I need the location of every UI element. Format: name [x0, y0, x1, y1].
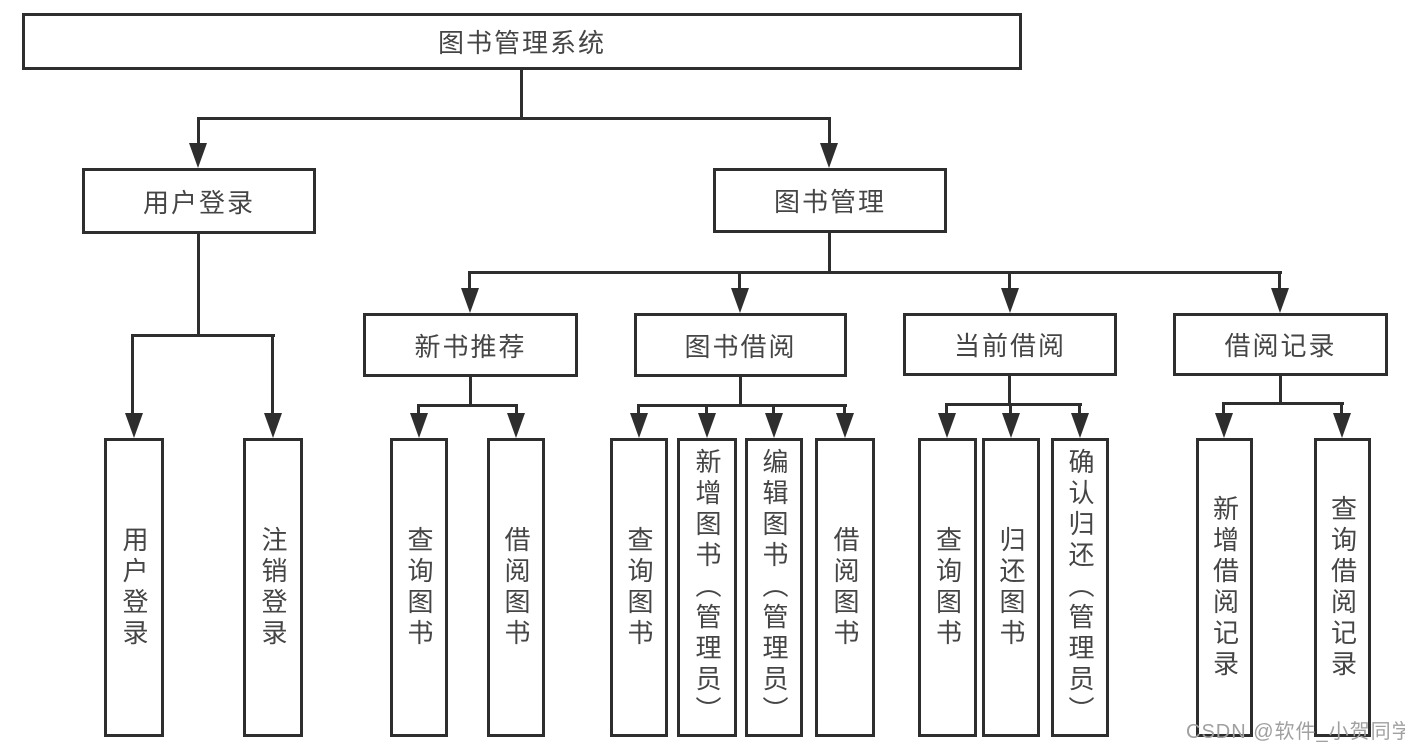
leaf-borrow-books-borrowing: 借阅图书: [815, 438, 875, 737]
leaf-confirm-return-admin: 确认归还（管理员）: [1051, 438, 1109, 737]
arrow-down-icon: [461, 288, 479, 313]
connector-stub: [945, 403, 948, 416]
leaf-borrow-books-recommend: 借阅图书: [487, 438, 545, 737]
leaf-label: 查询图书: [624, 525, 654, 650]
connector-root-stem: [520, 70, 523, 120]
connector-bookmgmt-stem: [828, 233, 831, 274]
connector-stub: [843, 404, 846, 416]
connector-stub: [637, 404, 640, 416]
leaf-query-books-recommend: 查询图书: [390, 438, 448, 737]
arrow-down-icon: [507, 413, 525, 438]
arrow-down-icon: [410, 413, 428, 438]
leaf-label: 新增图书（管理员）: [692, 448, 722, 727]
node-borrowing-records: 借阅记录: [1173, 313, 1388, 376]
arrow-down-icon: [1001, 288, 1019, 313]
arrow-down-icon: [1002, 413, 1020, 438]
node-user-login: 用户登录: [82, 168, 316, 234]
node-new-book-recommendation: 新书推荐: [363, 313, 578, 377]
leaf-label: 借阅图书: [501, 525, 531, 650]
arrow-down-icon: [938, 413, 956, 438]
leaf-query-borrow-record: 查询借阅记录: [1314, 438, 1371, 737]
leaf-label: 查询图书: [404, 525, 434, 650]
connector-stub: [1078, 403, 1081, 416]
leaf-add-books-admin: 新增图书（管理员）: [677, 438, 737, 737]
leaf-add-borrow-record: 新增借阅记录: [1196, 438, 1253, 737]
connector-stub: [705, 404, 708, 416]
arrow-down-icon: [820, 143, 838, 168]
arrow-down-icon: [836, 413, 854, 438]
leaf-label: 注销登录: [258, 525, 288, 650]
connector-records-stem: [1279, 376, 1282, 405]
connector-stub: [197, 117, 200, 145]
node-current-borrowing: 当前借阅: [903, 313, 1117, 376]
connector-stub: [738, 271, 741, 291]
connector-root-bar: [197, 117, 831, 120]
leaf-label: 用户登录: [119, 525, 149, 650]
arrow-down-icon: [1271, 288, 1289, 313]
connector-stub: [1008, 271, 1011, 291]
connector-stub: [1278, 271, 1281, 291]
arrow-down-icon: [765, 413, 783, 438]
arrow-down-icon: [189, 143, 207, 168]
connector-records-bar: [1222, 402, 1344, 405]
leaf-logout: 注销登录: [243, 438, 303, 737]
arrow-down-icon: [731, 288, 749, 313]
connector-stub: [271, 334, 274, 416]
connector-borrowing-bar: [637, 404, 847, 407]
arrow-down-icon: [1215, 413, 1233, 438]
leaf-label: 查询图书: [932, 525, 963, 650]
leaf-user-login: 用户登录: [104, 438, 164, 737]
node-book-borrowing: 图书借阅: [634, 313, 847, 377]
connector-stub: [828, 117, 831, 145]
leaf-label: 新增借阅记录: [1209, 494, 1240, 681]
node-root: 图书管理系统: [22, 13, 1022, 70]
leaf-label: 归还图书: [996, 525, 1026, 650]
connector-current-stem: [1008, 376, 1011, 406]
leaf-label: 查询借阅记录: [1327, 494, 1358, 681]
connector-stub: [131, 334, 134, 416]
leaf-query-books-borrowing: 查询图书: [610, 438, 668, 737]
connector-stub: [468, 271, 471, 291]
watermark: CSDN @软件_小贺同学: [1186, 721, 1405, 743]
leaf-label: 借阅图书: [830, 525, 860, 650]
connector-stub: [772, 404, 775, 416]
leaf-label: 编辑图书（管理员）: [759, 448, 789, 727]
connector-bookmgmt-bar: [468, 271, 1282, 274]
connector-stub: [417, 404, 420, 416]
connector-stub: [1009, 403, 1012, 416]
connector-stub: [1222, 402, 1225, 416]
leaf-query-books-current: 查询图书: [918, 438, 977, 737]
arrow-down-icon: [264, 413, 282, 438]
leaf-edit-books-admin: 编辑图书（管理员）: [745, 438, 803, 737]
connector-stub: [1340, 402, 1343, 416]
connector-borrowing-stem: [739, 377, 742, 407]
connector-userlogin-bar: [131, 334, 275, 337]
leaf-return-books: 归还图书: [982, 438, 1040, 737]
connector-stub: [515, 404, 518, 416]
arrow-down-icon: [698, 413, 716, 438]
connector-current-bar: [945, 403, 1082, 406]
node-book-management: 图书管理: [713, 168, 947, 233]
arrow-down-icon: [630, 413, 648, 438]
arrow-down-icon: [1071, 413, 1089, 438]
connector-userlogin-stem: [197, 234, 200, 337]
arrow-down-icon: [125, 413, 143, 438]
leaf-label: 确认归还（管理员）: [1065, 448, 1095, 727]
arrow-down-icon: [1333, 413, 1351, 438]
connector-recommend-stem: [469, 377, 472, 407]
connector-recommend-bar: [417, 404, 518, 407]
